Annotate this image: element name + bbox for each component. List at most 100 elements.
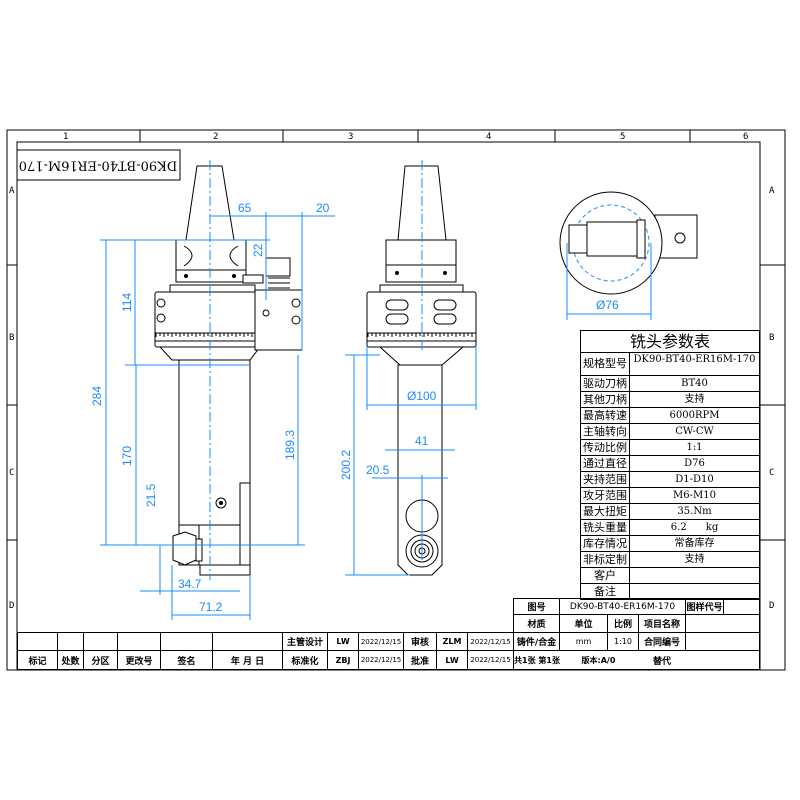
project-label: 项目名称 bbox=[638, 614, 686, 633]
parameter-label: 攻牙范围 bbox=[580, 487, 630, 504]
replace-label: 替代 bbox=[638, 650, 686, 670]
parameter-value bbox=[629, 567, 760, 584]
dim-170: 170 bbox=[120, 446, 134, 466]
dim-20-5: 20.5 bbox=[366, 463, 390, 477]
rev-header: 签名 bbox=[160, 650, 213, 670]
standardization-label: 标准化 bbox=[282, 650, 328, 670]
column-label: 2 bbox=[213, 132, 218, 142]
rev-header: 更改号 bbox=[117, 650, 161, 670]
reviewer-label: 审核 bbox=[403, 632, 437, 651]
contract-value bbox=[685, 632, 760, 651]
row-label: A bbox=[769, 186, 775, 196]
dim-284: 284 bbox=[90, 386, 104, 406]
parameter-value: 6000RPM bbox=[629, 407, 760, 424]
row-label: D bbox=[769, 601, 774, 611]
dim-114: 114 bbox=[120, 293, 134, 312]
designer-label: 主管设计 bbox=[282, 632, 328, 651]
parameter-value: 支持 bbox=[629, 551, 760, 568]
parameter-value: M6-M10 bbox=[629, 487, 760, 504]
parameter-row: 客户 bbox=[580, 567, 760, 584]
reviewer-date: 2022/12/15 bbox=[467, 632, 514, 651]
row-label: D bbox=[9, 601, 14, 611]
parameter-label: 驱动刀柄 bbox=[580, 375, 630, 392]
rev-header: 分区 bbox=[83, 650, 118, 670]
dim-65: 65 bbox=[238, 201, 252, 215]
dim-71-2: 71.2 bbox=[199, 600, 223, 614]
version: 版本:A/0 bbox=[559, 650, 638, 670]
parameter-label: 通过直径 bbox=[580, 455, 630, 472]
parameter-row: 其他刀柄支持 bbox=[580, 391, 760, 408]
dim-200-2: 200.2 bbox=[339, 450, 353, 480]
scale: 1:10 bbox=[607, 632, 639, 651]
designer-date: 2022/12/15 bbox=[358, 632, 404, 651]
row-label: A bbox=[9, 186, 15, 196]
parameter-row: 库存情况常备库存 bbox=[580, 535, 760, 552]
parameter-row: 非标定制支持 bbox=[580, 551, 760, 568]
row-label: B bbox=[769, 333, 774, 343]
approver-date: 2022/12/15 bbox=[467, 650, 514, 670]
drawing-no: DK90-BT40-ER16M-170 bbox=[559, 598, 686, 615]
parameter-label: 最高转速 bbox=[580, 407, 630, 424]
drawing-no-label: 图号 bbox=[513, 598, 560, 615]
parameter-label: 传动比例 bbox=[580, 439, 630, 456]
blank-cell bbox=[160, 632, 213, 651]
parameter-label: 非标定制 bbox=[580, 551, 630, 568]
row-label: C bbox=[769, 468, 774, 478]
column-label: 4 bbox=[486, 132, 491, 142]
parameter-value: D76 bbox=[629, 455, 760, 472]
dim-21-5: 21.5 bbox=[144, 483, 158, 507]
row-label: B bbox=[9, 333, 14, 343]
parameter-value: 支持 bbox=[629, 391, 760, 408]
blank-cell bbox=[117, 632, 161, 651]
replace-value bbox=[685, 650, 760, 670]
rev-header: 标记 bbox=[17, 650, 58, 670]
rev-header: 处数 bbox=[57, 650, 84, 670]
approver: LW bbox=[436, 650, 468, 670]
parameter-label: 夹持范围 bbox=[580, 471, 630, 488]
top-view bbox=[559, 191, 698, 295]
standardization: ZBJ bbox=[327, 650, 359, 670]
parameter-row: 备注 bbox=[580, 583, 760, 600]
material: 铸件/合金 bbox=[513, 632, 560, 651]
parameter-value: BT40 bbox=[629, 375, 760, 392]
contract-label: 合同编号 bbox=[638, 632, 686, 651]
front-view bbox=[154, 160, 303, 580]
reviewer: ZLM bbox=[436, 632, 468, 651]
pattern-code-label: 图样代号 bbox=[685, 598, 724, 615]
front-view-dimensions: 65 20 22 114 284 170 189.3 21.5 34.7 71.… bbox=[90, 201, 335, 620]
designer: LW bbox=[327, 632, 359, 651]
top-view-dimensions: Ø76 bbox=[566, 243, 652, 320]
column-label: 3 bbox=[348, 132, 353, 142]
dim-diameter-76: Ø76 bbox=[596, 298, 619, 312]
material-label: 材质 bbox=[513, 614, 560, 633]
unit: mm bbox=[559, 632, 608, 651]
drawing-title-box: DK90-BT40-ER16M-170 bbox=[16, 149, 181, 181]
parameter-value: 常备库存 bbox=[629, 535, 760, 552]
dim-41: 41 bbox=[415, 434, 429, 448]
scale-label: 比例 bbox=[607, 614, 639, 633]
parameter-label: 备注 bbox=[580, 583, 630, 600]
column-label: 1 bbox=[63, 132, 68, 142]
blank-cell bbox=[17, 632, 58, 651]
parameter-label: 铣头重量 bbox=[580, 519, 630, 536]
approver-label: 批准 bbox=[403, 650, 437, 670]
dim-34-7: 34.7 bbox=[178, 577, 202, 591]
column-label: 6 bbox=[743, 132, 748, 142]
standardization-date: 2022/12/15 bbox=[358, 650, 404, 670]
row-label: C bbox=[9, 468, 14, 478]
parameter-label: 最大扭矩 bbox=[580, 503, 630, 520]
parameter-value: 1:1 bbox=[629, 439, 760, 456]
